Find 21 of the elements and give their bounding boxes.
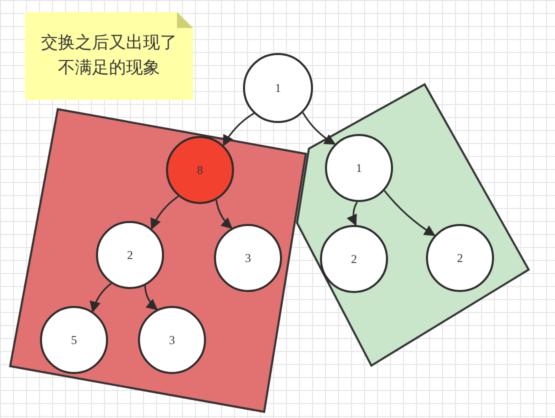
arrow [90, 282, 112, 313]
note-text: 交换之后又出现了不满足的现象 [40, 32, 178, 80]
arrow [216, 200, 233, 229]
node-value: 5 [71, 332, 77, 349]
node-value: 1 [275, 80, 281, 97]
sticky-note [25, 12, 193, 100]
rotated-panel [9, 108, 307, 413]
arrow [150, 196, 179, 230]
arrow [346, 202, 358, 226]
node-value: 3 [169, 332, 175, 349]
arrow [302, 112, 336, 145]
node-value: 1 [356, 160, 362, 177]
rotated-panel [296, 83, 530, 367]
node-value: 8 [197, 162, 203, 179]
arrow [144, 285, 158, 310]
node-value: 2 [351, 251, 357, 268]
node-value: 2 [127, 247, 133, 264]
node-value: 3 [245, 250, 251, 267]
arrow [384, 190, 436, 236]
arrow [222, 112, 254, 146]
node-value: 2 [457, 250, 463, 267]
